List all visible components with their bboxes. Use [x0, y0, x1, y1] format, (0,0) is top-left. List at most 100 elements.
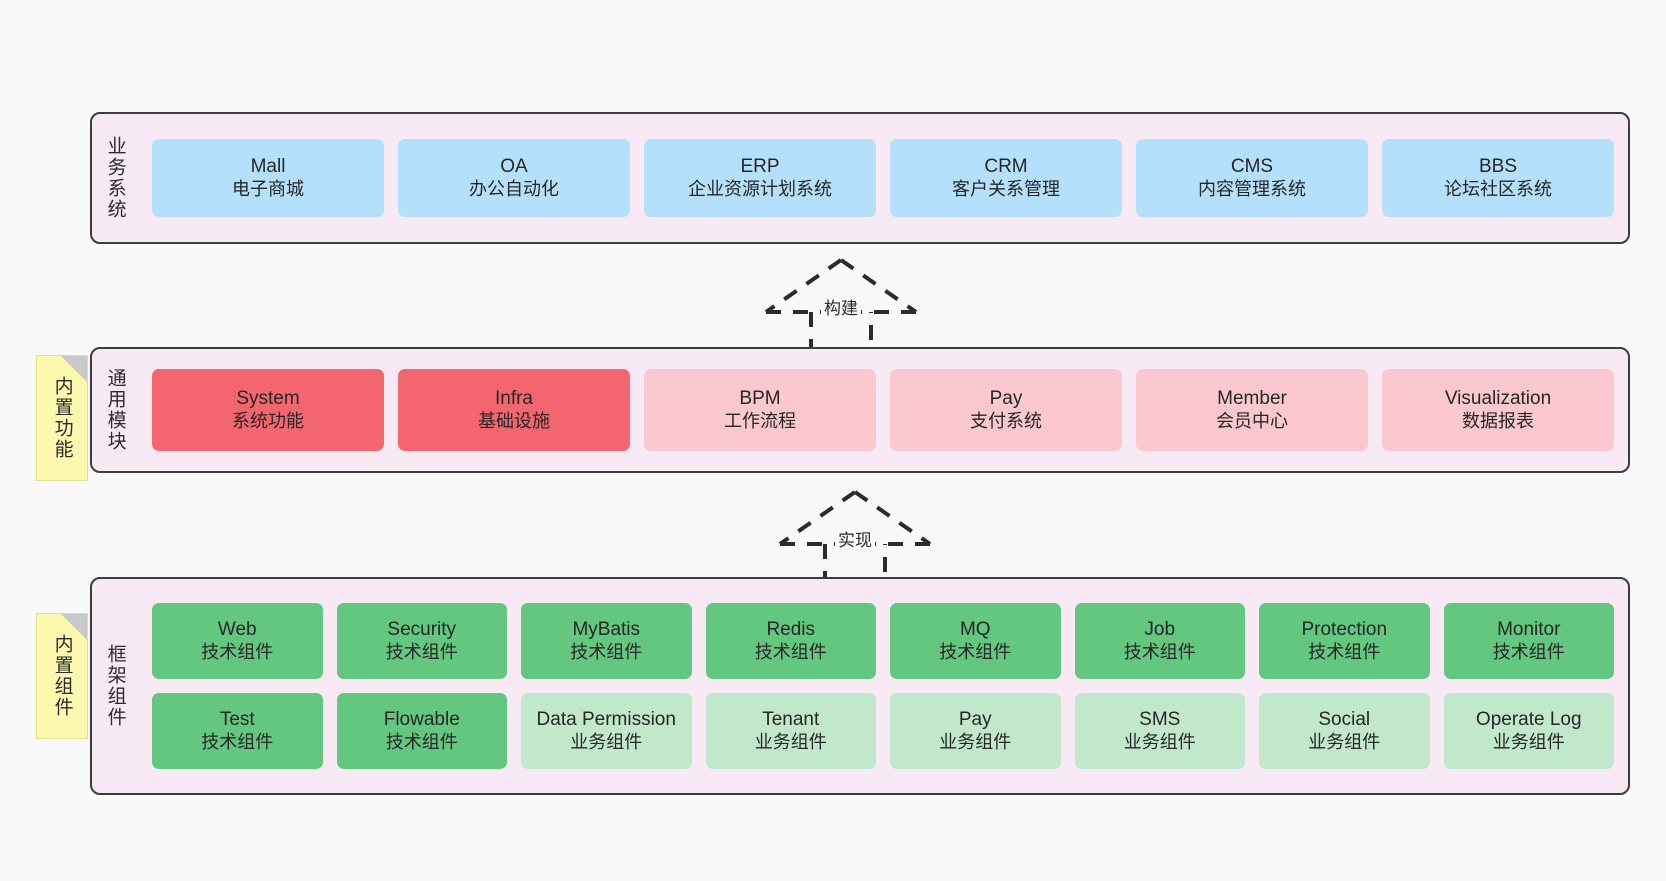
connector-arrow-implement: 实现 — [770, 482, 940, 587]
business-system-card-title: Mall — [250, 156, 286, 178]
framework-component-card-title: Monitor — [1497, 619, 1561, 641]
connector-arrow-build: 构建 — [756, 250, 926, 355]
common-module-card-subtitle: 数据报表 — [1462, 410, 1534, 431]
business-system-card-title: OA — [500, 156, 528, 178]
framework-component-card-subtitle: 技术组件 — [201, 641, 274, 662]
framework-component-card-subtitle: 技术组件 — [201, 731, 274, 752]
framework-component-card-subtitle: 技术组件 — [939, 641, 1012, 662]
common-module-card-subtitle: 基础设施 — [478, 410, 550, 431]
framework-component-card-subtitle: 技术组件 — [385, 731, 458, 752]
framework-component-card-title: Redis — [766, 619, 816, 641]
framework-component-card-title: MyBatis — [572, 619, 641, 641]
framework-component-card-title: Job — [1144, 619, 1176, 641]
business-system-card-title: CRM — [984, 156, 1028, 178]
note-builtin-component: 内置组件 — [36, 613, 88, 739]
framework-component-card-title: Flowable — [383, 709, 460, 731]
connector-label-build: 构建 — [821, 294, 861, 319]
framework-component-card-title: Data Permission — [536, 709, 676, 731]
connector-label-implement: 实现 — [835, 526, 875, 551]
framework-component-card-title: SMS — [1139, 709, 1181, 731]
framework-component-card-subtitle: 业务组件 — [939, 731, 1012, 752]
layer-caption-business-system: 业务系统 — [104, 136, 126, 220]
common-module-card-subtitle: 支付系统 — [970, 410, 1042, 431]
framework-component-card-title: Pay — [958, 709, 992, 731]
business-system-card-subtitle: 电子商城 — [232, 178, 304, 199]
framework-component-card-subtitle: 业务组件 — [1308, 731, 1381, 752]
business-system-card-subtitle: 内容管理系统 — [1198, 178, 1306, 199]
common-module-card-title: BPM — [739, 388, 781, 410]
business-system-card-subtitle: 论坛社区系统 — [1444, 178, 1552, 199]
common-module-card-subtitle: 系统功能 — [232, 410, 304, 431]
framework-component-card-title: MQ — [959, 619, 991, 641]
business-system-card-subtitle: 办公自动化 — [469, 178, 559, 199]
common-module-card-title: Pay — [989, 388, 1023, 410]
business-system-card-title: CMS — [1230, 156, 1274, 178]
framework-component-card-title: Protection — [1301, 619, 1388, 641]
business-system-card-title: ERP — [740, 156, 780, 178]
business-system-card-subtitle: 企业资源计划系统 — [688, 178, 832, 199]
common-module-card-subtitle: 会员中心 — [1216, 410, 1288, 431]
common-module-card-title: Infra — [494, 388, 534, 410]
framework-component-card-subtitle: 技术组件 — [1308, 641, 1381, 662]
layer-caption-common-modules: 通用模块 — [104, 368, 126, 452]
framework-component-card-subtitle: 业务组件 — [1123, 731, 1196, 752]
framework-component-card-title: Security — [387, 619, 457, 641]
framework-component-card-title: Operate Log — [1475, 709, 1582, 731]
framework-component-card-subtitle: 技术组件 — [1123, 641, 1196, 662]
framework-component-card-title: Tenant — [762, 709, 820, 731]
framework-component-card-subtitle: 技术组件 — [754, 641, 827, 662]
common-module-card-title: System — [236, 388, 300, 410]
framework-component-card-subtitle: 技术组件 — [385, 641, 458, 662]
framework-component-card-subtitle: 技术组件 — [570, 641, 643, 662]
framework-component-card-subtitle: 业务组件 — [570, 731, 643, 752]
framework-component-card-subtitle: 业务组件 — [1492, 731, 1565, 752]
common-module-card-title: Visualization — [1444, 388, 1552, 410]
business-system-card-title: BBS — [1478, 156, 1518, 178]
framework-component-card-title: Web — [217, 619, 257, 641]
framework-component-card-subtitle: 业务组件 — [754, 731, 827, 752]
business-system-card-subtitle: 客户关系管理 — [952, 178, 1060, 199]
framework-component-card-subtitle: 技术组件 — [1492, 641, 1565, 662]
note-builtin-feature: 内置功能 — [36, 355, 88, 481]
common-module-card-title: Member — [1217, 388, 1287, 410]
